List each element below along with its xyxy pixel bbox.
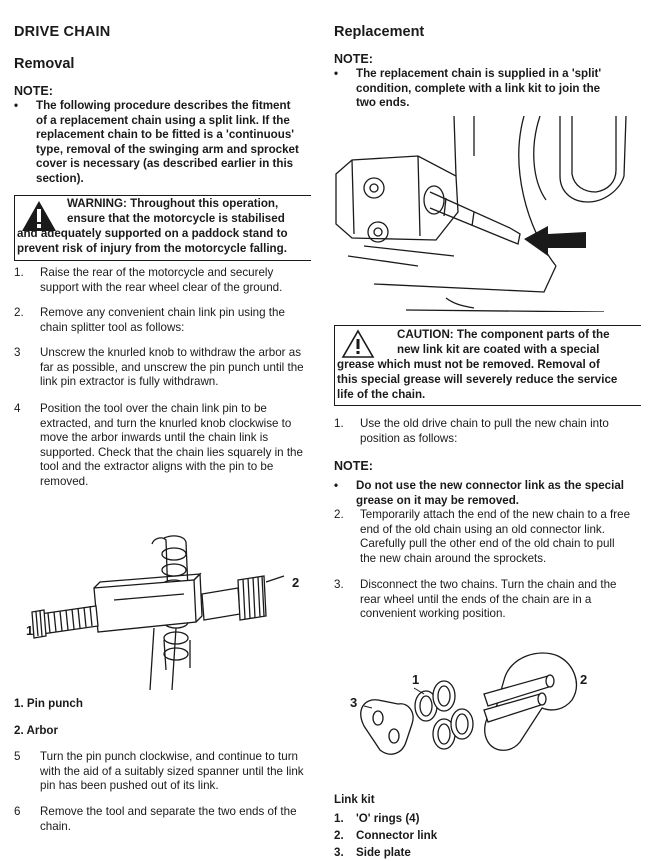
step-line: Use the old drive chain to pull the new … [360,417,609,430]
step-line: Carefully pull the other end of the old … [360,537,615,551]
step-number: 1. [14,266,24,279]
warning-line: prevent risk of injury from the motorcyc… [17,242,287,255]
step-line: removed. [40,474,89,488]
note-line: grease on it may be removed. [356,493,520,507]
step-line: Position the tool over the chain link pi… [40,402,267,415]
note-line: condition, complete with a link kit to j… [356,81,601,95]
note-line: replacement chain to be fitted is a 'con… [36,128,295,142]
chain-pin-illustration [335,116,627,312]
step-line: Turn the pin punch clockwise, and contin… [40,750,299,763]
step-line: pin has been pushed out of its link. [40,779,219,793]
step-line: end of the old chain using an old connec… [360,522,605,536]
note-line: two ends. [356,96,410,110]
link-kit-illustration [360,652,577,755]
step-line: Disconnect the two chains. Turn the chai… [360,578,617,591]
step-line: Remove any convenient chain link pin usi… [40,306,285,319]
caution-line: grease which must not be removed. Remova… [337,358,600,371]
warning-line: and adequately supported on a paddock st… [17,227,288,240]
chain-splitter-illustration [31,535,285,690]
caution-box: CAUTION: The component parts of the new … [334,325,641,406]
step-line: supported. Check that the chain lies squ… [40,445,303,459]
step-number: 4 [14,402,21,415]
figure-label-1: 1 [26,623,34,638]
caution-line: new link kit are coated with a special [397,343,600,356]
caution-line: CAUTION: The component parts of the [397,328,610,341]
step-line: Temporarily attach the end of the new ch… [360,508,631,521]
warning-box: WARNING: Throughout this operation, ensu… [14,195,311,261]
figure-label-2: 2 [292,575,300,590]
step-number: 5 [14,750,21,763]
step-line: position as follows: [360,431,458,445]
step-number: 3 [14,346,21,359]
kit-label-1: 1 [412,672,420,687]
step-line: Remove the tool and separate the two end… [40,805,297,818]
step-number: 3. [334,578,344,591]
kit-item-label: 'O' rings (4) [356,812,420,825]
step-line: rear wheel until the ends of the chain a… [360,592,592,606]
removal-heading: Removal [14,56,75,72]
note-label: NOTE: [14,84,53,98]
note-line: type, removal of the swinging arm and sp… [36,142,299,156]
step-line: extracted, and turn the knurled knob clo… [40,416,292,430]
note-line: section). [36,171,84,185]
kit-item-label: Side plate [356,846,411,859]
warning-line: WARNING: Throughout this operation, [67,197,279,210]
kit-item-number: 2. [334,829,344,842]
step-line: Raise the rear of the motorcycle and sec… [40,266,274,279]
step-line: with the aid of a suitably sized spanner… [40,764,304,778]
bullet: • [14,99,19,112]
step-number: 2. [14,306,24,319]
kit-item-number: 1. [334,812,344,825]
kit-label-3: 3 [350,695,358,710]
note-line: of a replacement chain using a split lin… [36,113,290,127]
note-label: NOTE: [334,52,373,66]
step-line: chain. [40,819,71,833]
note2-label: NOTE: [334,459,373,473]
section-title: DRIVE CHAIN [14,24,111,40]
caution-line: this special grease will severely reduce… [337,373,618,386]
caution-line: life of the chain. [337,388,426,401]
bullet: • [334,67,339,80]
legend-pin-punch: 1. Pin punch [14,697,83,710]
step-line: move the arbor inwards until the chain l… [40,431,269,445]
step-line: convenient working position. [360,607,506,621]
step-line: support with the rear wheel clear of the… [40,280,283,294]
link-kit-title: Link kit [334,793,375,806]
step-line: Unscrew the knurled knob to withdraw the… [40,346,301,359]
step-number: 2. [334,508,344,521]
caution-triangle-icon [341,329,375,358]
bullet: • [334,479,339,492]
replacement-heading: Replacement [334,24,425,40]
kit-item-number: 3. [334,846,344,859]
note-line: The replacement chain is supplied in a '… [356,67,602,80]
legend-arbor: 2. Arbor [14,724,59,737]
step-number: 1. [334,417,344,430]
step-line: far as possible, and unscrew the pin pun… [40,360,304,374]
warning-line: ensure that the motorcycle is stabilised [67,212,285,225]
note-line: Do not use the new connector link as the… [356,479,625,492]
step-line: chain splitter tool as follows: [40,320,185,334]
step-number: 6 [14,805,21,818]
kit-item-label: Connector link [356,829,438,842]
kit-label-2: 2 [580,672,588,687]
note-line: cover is necessary (as described earlier… [36,157,294,171]
note-line: The following procedure describes the fi… [36,99,291,112]
step-line: the new chain around the sprockets. [360,551,547,565]
step-line: link pin extractor is fully withdrawn. [40,375,219,389]
step-line: tool and the extractor aligns with the p… [40,460,274,474]
warning-triangle-icon [22,201,56,231]
